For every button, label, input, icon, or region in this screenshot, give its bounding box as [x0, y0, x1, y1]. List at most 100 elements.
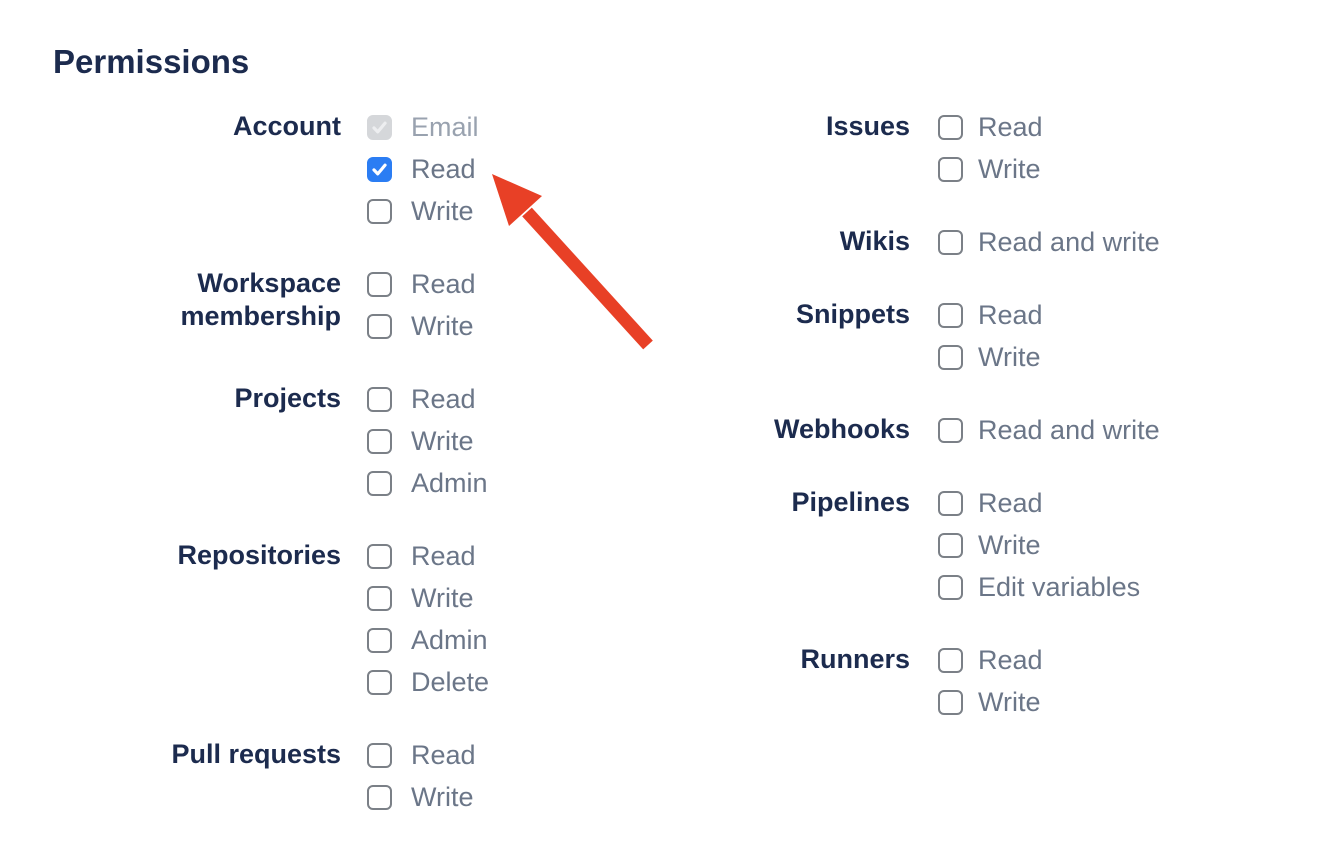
- checkbox-issues-write[interactable]: [938, 156, 963, 182]
- group-snippets: Snippets Read Write: [660, 294, 1160, 378]
- checkbox-projects-read[interactable]: [367, 386, 392, 412]
- permissions-column-right: Issues Read Write Wikis: [660, 106, 1160, 754]
- checkbox-projects-admin[interactable]: [367, 470, 392, 496]
- group-repositories: Repositories Read Write: [0, 535, 489, 703]
- group-options-pull-requests: Read Write: [367, 734, 476, 818]
- option-label[interactable]: Read: [978, 645, 1043, 675]
- option-label[interactable]: Read and write: [978, 227, 1160, 257]
- checkbox-wikis-read-and-write[interactable]: [938, 229, 963, 255]
- option-label[interactable]: Read: [411, 740, 476, 770]
- group-options-runners: Read Write: [938, 639, 1043, 723]
- group-options-issues: Read Write: [938, 106, 1043, 190]
- option-label[interactable]: Write: [978, 530, 1041, 560]
- option-account-email[interactable]: Email: [367, 106, 479, 148]
- option-label[interactable]: Delete: [411, 667, 490, 697]
- checkbox-repositories-write[interactable]: [367, 585, 392, 611]
- checkbox-account-email[interactable]: [367, 114, 392, 140]
- option-label[interactable]: Read: [978, 488, 1043, 518]
- checkbox-workspace-membership-read[interactable]: [367, 271, 392, 297]
- checkbox-pull-requests-read[interactable]: [367, 742, 392, 768]
- option-account-read[interactable]: Read: [367, 148, 479, 190]
- option-label[interactable]: Write: [411, 782, 474, 812]
- option-label[interactable]: Read: [411, 384, 476, 414]
- group-pull-requests: Pull requests Read Write: [0, 734, 489, 818]
- option-repositories-admin[interactable]: Admin: [367, 619, 489, 661]
- checkmark-icon: [372, 121, 387, 133]
- group-label-pipelines: Pipelines: [791, 487, 910, 517]
- checkbox-pipelines-read[interactable]: [938, 490, 963, 516]
- group-label-account: Account: [233, 111, 341, 141]
- option-label[interactable]: Admin: [411, 468, 488, 498]
- option-projects-write[interactable]: Write: [367, 420, 488, 462]
- option-label[interactable]: Write: [411, 311, 474, 341]
- option-account-write[interactable]: Write: [367, 190, 479, 232]
- option-issues-write[interactable]: Write: [938, 148, 1043, 190]
- option-repositories-write[interactable]: Write: [367, 577, 489, 619]
- option-label[interactable]: Write: [978, 154, 1041, 184]
- checkbox-snippets-write[interactable]: [938, 344, 963, 370]
- checkbox-webhooks-read-and-write[interactable]: [938, 417, 963, 443]
- checkbox-account-write[interactable]: [367, 198, 392, 224]
- group-options-pipelines: Read Write Edit variables: [938, 482, 1140, 608]
- group-label-workspace-membership: Workspace membership: [180, 268, 341, 331]
- group-options-projects: Read Write Admin: [367, 378, 488, 504]
- option-workspace-membership-write[interactable]: Write: [367, 305, 476, 347]
- checkbox-snippets-read[interactable]: [938, 302, 963, 328]
- checkbox-issues-read[interactable]: [938, 114, 963, 140]
- group-label-pull-requests: Pull requests: [171, 739, 341, 769]
- option-pull-requests-read[interactable]: Read: [367, 734, 476, 776]
- option-label[interactable]: Edit variables: [978, 572, 1141, 602]
- option-label[interactable]: Read: [978, 300, 1043, 330]
- checkbox-runners-write[interactable]: [938, 689, 963, 715]
- option-label[interactable]: Read: [411, 269, 476, 299]
- option-wikis-read-and-write[interactable]: Read and write: [938, 221, 1160, 263]
- option-projects-admin[interactable]: Admin: [367, 462, 488, 504]
- group-runners: Runners Read Write: [660, 639, 1160, 723]
- checkbox-pull-requests-write[interactable]: [367, 784, 392, 810]
- checkbox-account-read[interactable]: [367, 156, 392, 182]
- checkbox-runners-read[interactable]: [938, 647, 963, 673]
- group-issues: Issues Read Write: [660, 106, 1160, 190]
- option-label[interactable]: Write: [411, 196, 474, 226]
- checkbox-repositories-read[interactable]: [367, 543, 392, 569]
- group-wikis: Wikis Read and write: [660, 221, 1160, 263]
- option-repositories-delete[interactable]: Delete: [367, 661, 489, 703]
- group-options-repositories: Read Write Admin: [367, 535, 489, 703]
- option-label[interactable]: Read: [411, 154, 476, 184]
- group-label-repositories: Repositories: [177, 540, 341, 570]
- option-runners-write[interactable]: Write: [938, 681, 1043, 723]
- option-pipelines-edit-variables[interactable]: Edit variables: [938, 566, 1140, 608]
- option-snippets-read[interactable]: Read: [938, 294, 1043, 336]
- option-workspace-membership-read[interactable]: Read: [367, 263, 476, 305]
- option-snippets-write[interactable]: Write: [938, 336, 1043, 378]
- option-label[interactable]: Write: [978, 687, 1041, 717]
- checkbox-workspace-membership-write[interactable]: [367, 313, 392, 339]
- checkbox-pipelines-write[interactable]: [938, 532, 963, 558]
- checkbox-repositories-delete[interactable]: [367, 669, 392, 695]
- group-webhooks: Webhooks Read and write: [660, 409, 1160, 451]
- option-label[interactable]: Read and write: [978, 415, 1160, 445]
- checkbox-pipelines-edit-variables[interactable]: [938, 574, 963, 600]
- checkbox-repositories-admin[interactable]: [367, 627, 392, 653]
- option-label[interactable]: Write: [411, 583, 474, 613]
- option-label[interactable]: Email: [411, 112, 479, 142]
- option-label[interactable]: Write: [978, 342, 1041, 372]
- option-pipelines-read[interactable]: Read: [938, 482, 1140, 524]
- option-pull-requests-write[interactable]: Write: [367, 776, 476, 818]
- group-projects: Projects Read Write: [0, 378, 489, 504]
- option-label[interactable]: Read: [978, 112, 1043, 142]
- option-runners-read[interactable]: Read: [938, 639, 1043, 681]
- option-projects-read[interactable]: Read: [367, 378, 488, 420]
- checkmark-icon: [372, 163, 387, 175]
- group-options-webhooks: Read and write: [938, 409, 1160, 451]
- option-pipelines-write[interactable]: Write: [938, 524, 1140, 566]
- option-label[interactable]: Admin: [411, 625, 488, 655]
- option-webhooks-read-and-write[interactable]: Read and write: [938, 409, 1160, 451]
- option-issues-read[interactable]: Read: [938, 106, 1043, 148]
- option-repositories-read[interactable]: Read: [367, 535, 489, 577]
- option-label[interactable]: Write: [411, 426, 474, 456]
- checkbox-projects-write[interactable]: [367, 428, 392, 454]
- group-account: Account Email Read: [0, 106, 489, 232]
- option-label[interactable]: Read: [411, 541, 476, 571]
